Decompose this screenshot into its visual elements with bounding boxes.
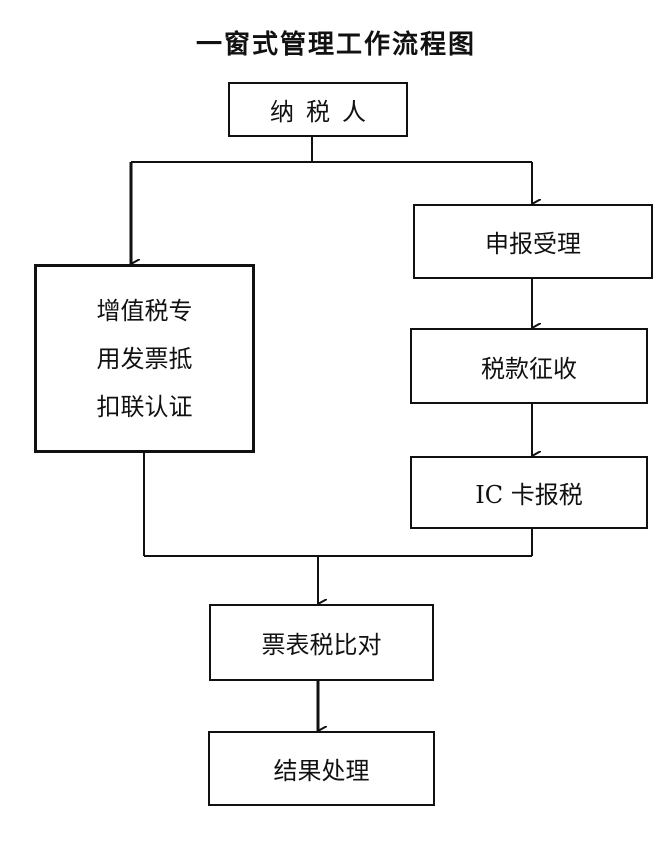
node-taxpayer: 纳税人 <box>228 82 408 137</box>
node-comparison: 票表税比对 <box>209 604 434 681</box>
node-result-label: 结果处理 <box>273 757 370 785</box>
node-ic-card-label: IC 卡报税 <box>475 481 583 509</box>
node-comparison-label: 票表税比对 <box>261 631 382 659</box>
node-vat-line-3: 扣联认证 <box>96 392 193 421</box>
node-vat-line-1: 增值税专 <box>96 296 193 325</box>
node-result: 结果处理 <box>208 731 435 806</box>
node-taxpayer-label: 纳税人 <box>270 98 378 126</box>
diagram-title: 一窗式管理工作流程图 <box>195 30 476 60</box>
node-vat-verification: 增值税专 用发票抵 扣联认证 <box>34 264 255 453</box>
node-declaration-label: 申报受理 <box>485 230 581 258</box>
node-ic-card: IC 卡报税 <box>410 456 648 529</box>
node-tax-collection-label: 税款征收 <box>481 354 577 383</box>
node-tax-collection: 税款征收 <box>410 328 648 404</box>
node-declaration: 申报受理 <box>413 204 653 279</box>
node-vat-line-2: 用发票抵 <box>96 344 193 373</box>
